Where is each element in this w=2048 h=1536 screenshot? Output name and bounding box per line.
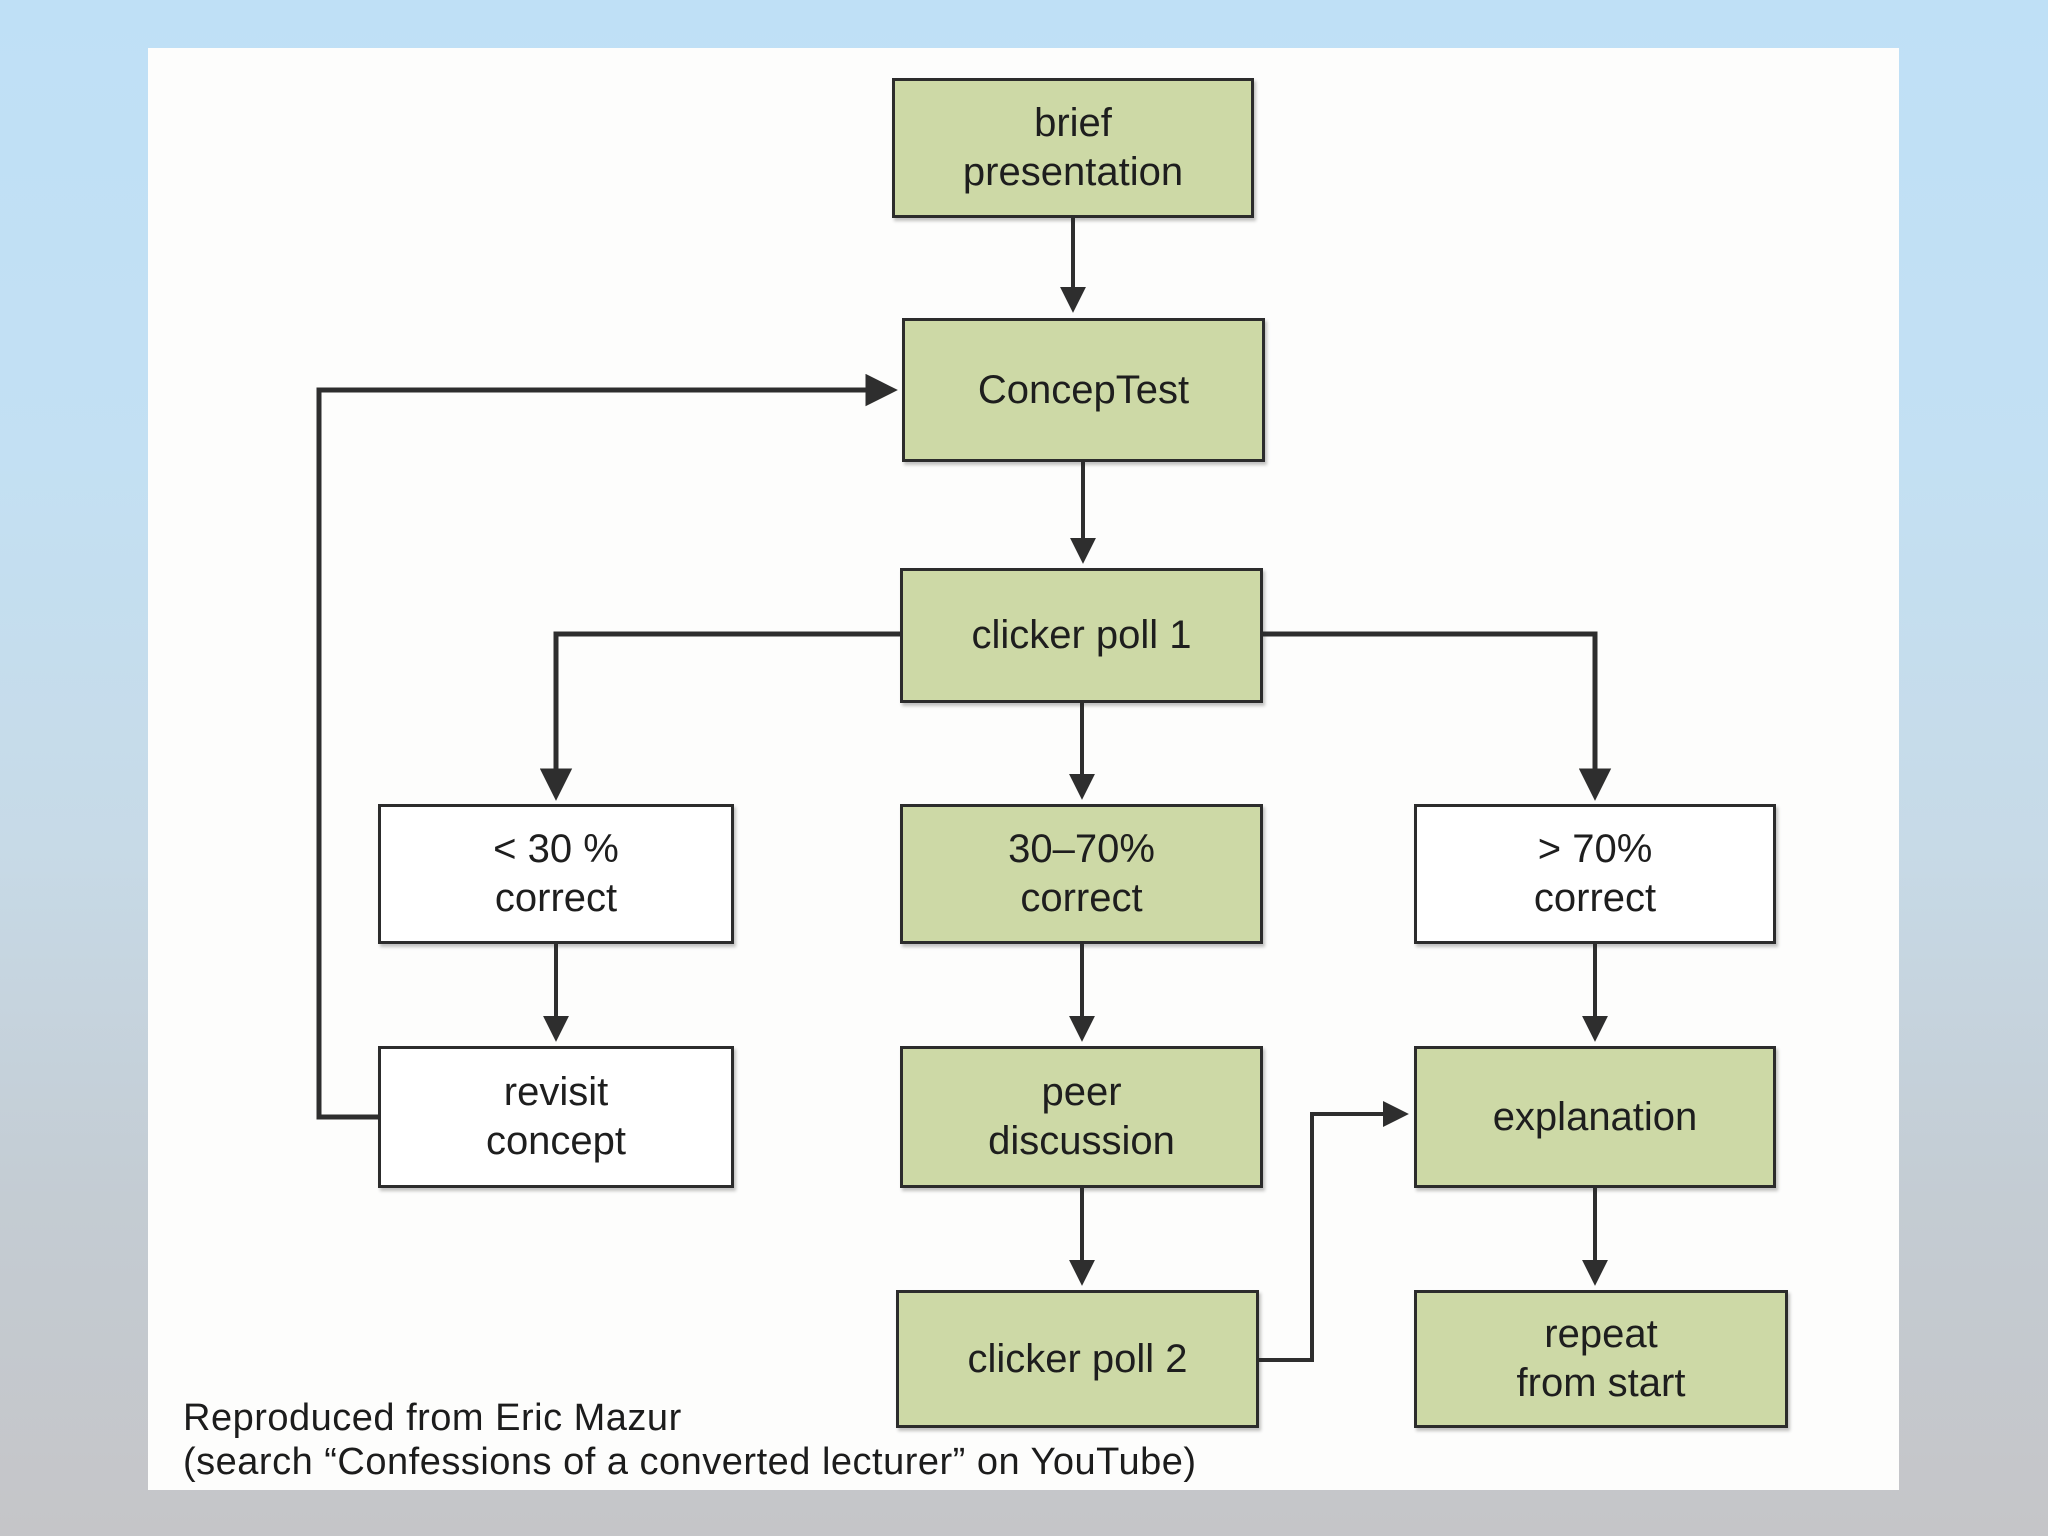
node-lt-30-correct: < 30 % correct bbox=[378, 804, 734, 944]
node-gt-70-correct-label: > 70% correct bbox=[1533, 827, 1657, 920]
node-clicker-poll-2-label: clicker poll 2 bbox=[967, 1336, 1188, 1381]
node-30-70-correct-label: 30–70% correct bbox=[1008, 827, 1155, 920]
loop-revisit-to-conceptest bbox=[316, 373, 898, 1120]
node-30-70-correct: 30–70% correct bbox=[900, 804, 1263, 944]
node-revisit-concept-label: revisit concept bbox=[485, 1070, 627, 1163]
node-brief-presentation-label: brief presentation bbox=[962, 101, 1184, 194]
node-lt-30-correct-label: < 30 % correct bbox=[493, 827, 619, 920]
node-repeat-from-start: repeat from start bbox=[1414, 1290, 1788, 1428]
node-peer-discussion: peer discussion bbox=[900, 1046, 1263, 1188]
node-peer-discussion-label: peer discussion bbox=[988, 1070, 1175, 1163]
node-clicker-poll-1-label: clicker poll 1 bbox=[971, 613, 1192, 658]
attribution-line-1: Reproduced from Eric Mazur bbox=[183, 1397, 682, 1439]
attribution-caption: Reproduced from Eric Mazur (search “Conf… bbox=[183, 1396, 1197, 1484]
branch-poll1-to-gt70 bbox=[1261, 631, 1612, 801]
elbow-poll2-to-explanation bbox=[1259, 1101, 1409, 1362]
node-repeat-from-start-label: repeat from start bbox=[1516, 1312, 1686, 1405]
node-conceptest: ConcepTest bbox=[902, 318, 1265, 462]
node-brief-presentation: brief presentation bbox=[892, 78, 1254, 218]
node-explanation: explanation bbox=[1414, 1046, 1776, 1188]
branch-poll1-to-lt30 bbox=[539, 631, 902, 801]
node-conceptest-label: ConcepTest bbox=[977, 367, 1190, 412]
node-gt-70-correct: > 70% correct bbox=[1414, 804, 1776, 944]
node-explanation-label: explanation bbox=[1492, 1094, 1698, 1139]
node-clicker-poll-2: clicker poll 2 bbox=[896, 1290, 1259, 1428]
node-revisit-concept: revisit concept bbox=[378, 1046, 734, 1188]
node-clicker-poll-1: clicker poll 1 bbox=[900, 568, 1263, 703]
attribution-line-2: (search “Confessions of a converted lect… bbox=[183, 1441, 1197, 1483]
